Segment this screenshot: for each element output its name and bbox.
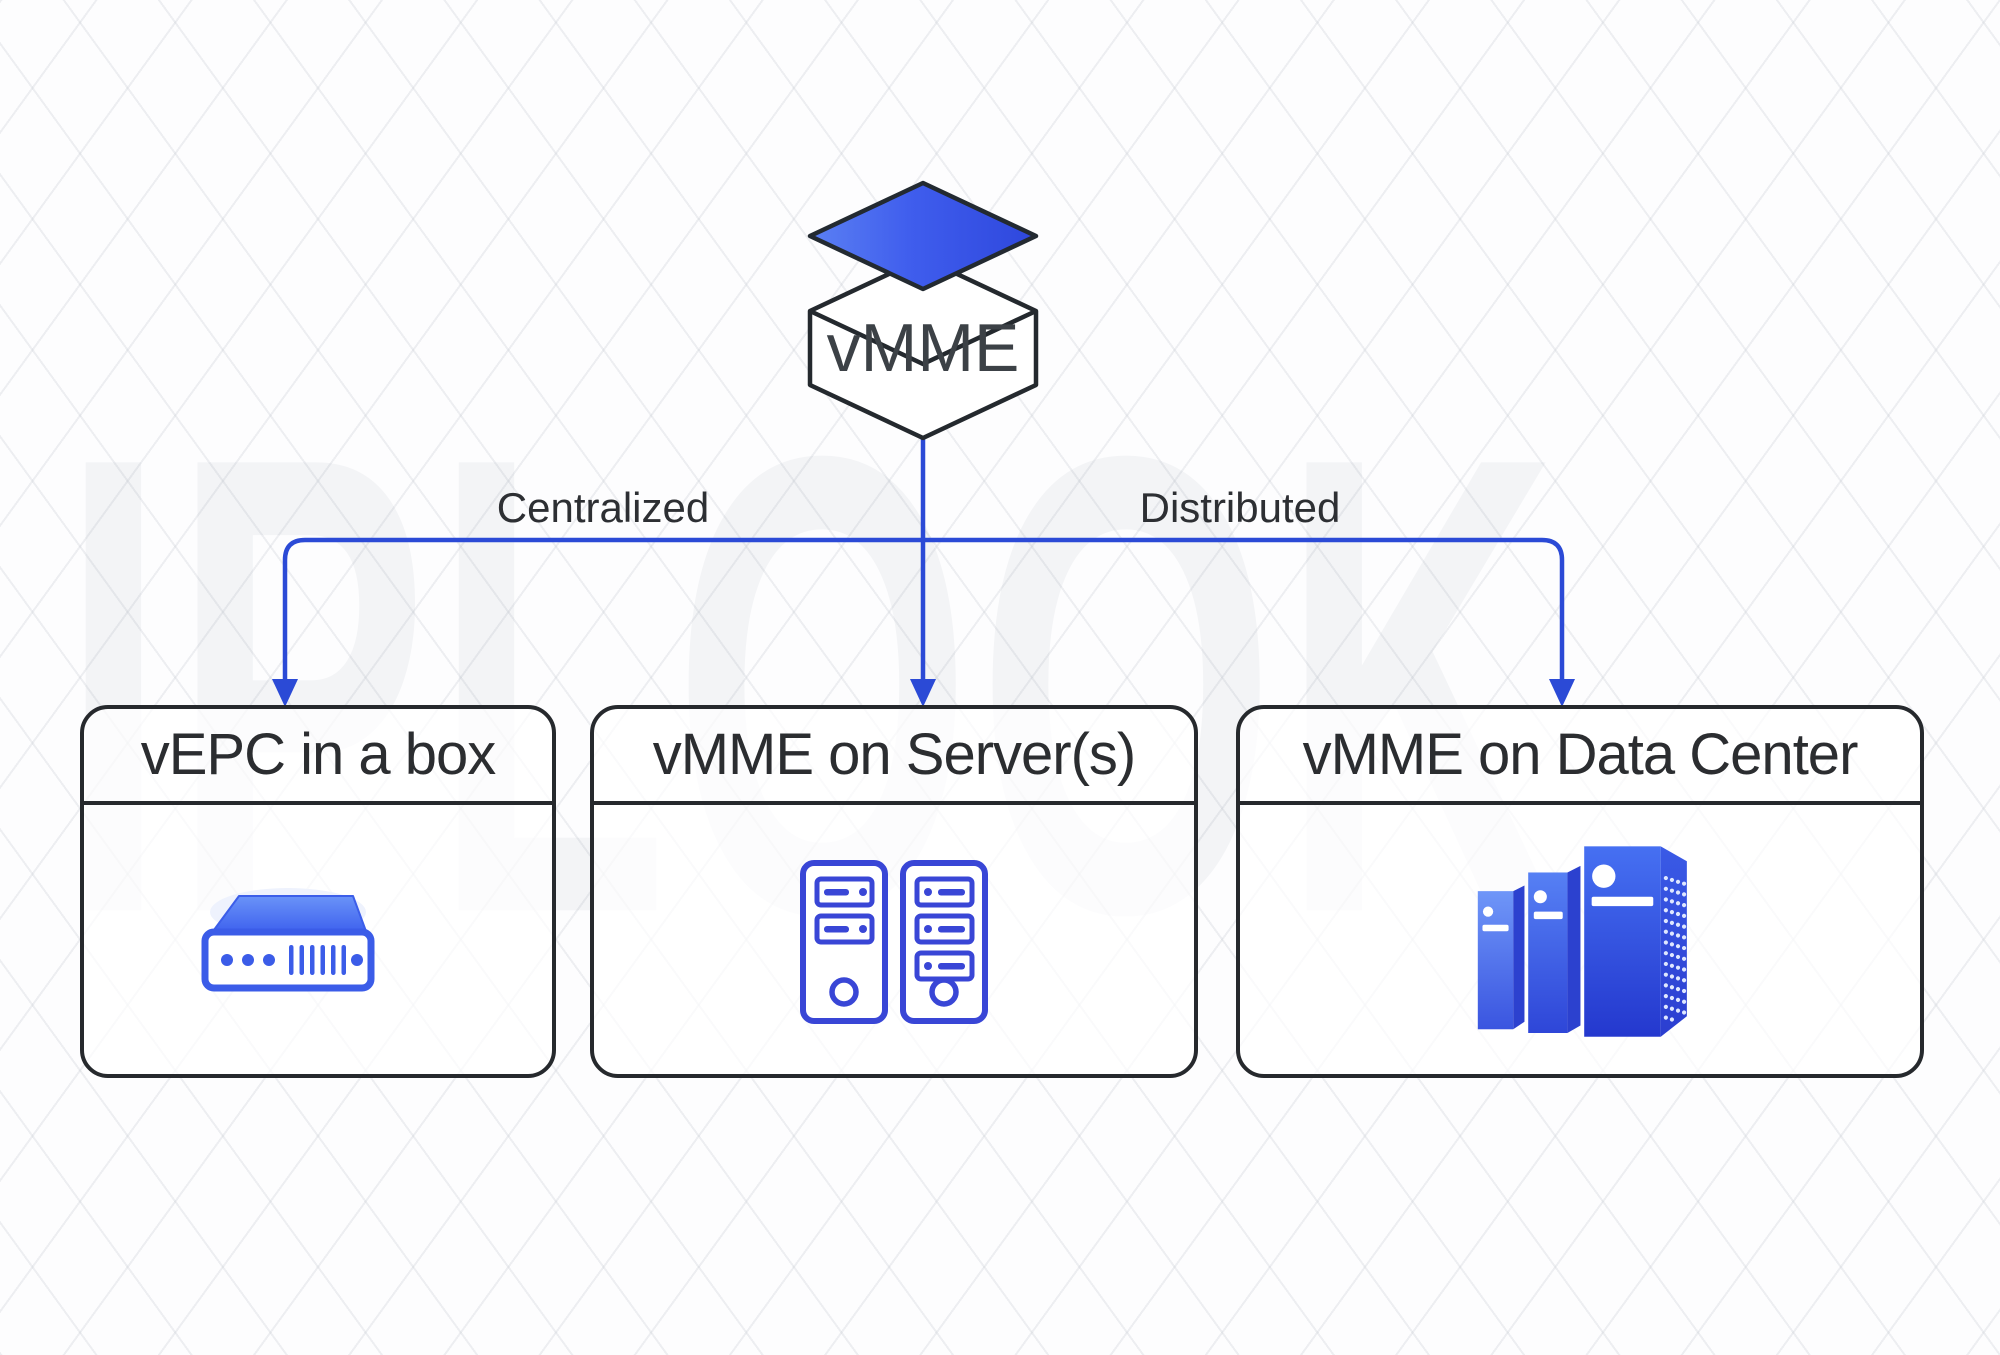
open-cube-icon bbox=[807, 180, 1039, 441]
node-body bbox=[594, 805, 1194, 1078]
node-title: vEPC in a box bbox=[84, 709, 552, 805]
data-center-racks-icon bbox=[1477, 845, 1687, 1037]
node-title: vMME on Data Center bbox=[1240, 709, 1920, 805]
branch-label-distributed: Distributed bbox=[1139, 484, 1341, 531]
node-vepc-in-a-box: vEPC in a box bbox=[80, 705, 556, 1078]
connector-centralized-line bbox=[282, 537, 923, 682]
network-appliance-icon bbox=[201, 887, 375, 991]
node-vmme-on-servers: vMME on Server(s) bbox=[590, 705, 1198, 1078]
arrowhead-right-icon bbox=[1549, 679, 1575, 707]
root-node-label: vMME bbox=[826, 310, 1020, 386]
node-body bbox=[1240, 805, 1920, 1078]
branch-label-centralized: Centralized bbox=[496, 484, 710, 531]
arrowhead-left-icon bbox=[272, 679, 298, 707]
server-towers-icon bbox=[800, 859, 988, 1024]
node-vmme-on-data-center: vMME on Data Center bbox=[1236, 705, 1924, 1078]
node-title: vMME on Server(s) bbox=[594, 709, 1194, 805]
connector-distributed-line bbox=[923, 537, 1565, 682]
node-body bbox=[84, 805, 552, 1078]
arrowhead-center-icon bbox=[910, 679, 936, 707]
